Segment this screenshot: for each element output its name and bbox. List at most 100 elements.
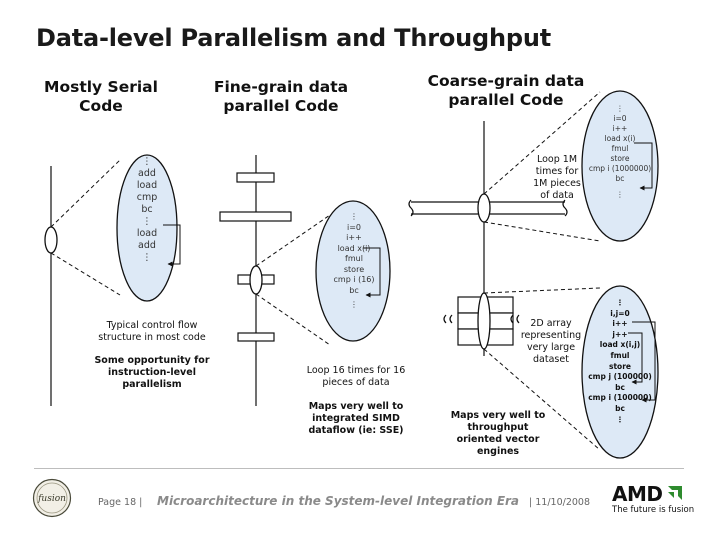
coarse-code-line: load x(i,j) — [599, 340, 641, 350]
note-line: Maps very well to — [308, 401, 404, 412]
heading-serial-line1: Mostly Serial — [44, 78, 158, 96]
coarse-guide-top-2 — [483, 221, 601, 242]
fine-block-2 — [219, 211, 292, 222]
coarse-branch-arrow-inner — [628, 332, 643, 385]
serial-note-control-flow: Typical control flow structure in most c… — [74, 320, 230, 344]
coarse-code-line: bc — [615, 382, 625, 392]
serial-code-line: bc — [141, 204, 153, 215]
note-line: dataflow (ie: SSE) — [308, 425, 404, 436]
coarse-break-right — [562, 199, 568, 217]
note-line: Some opportunity for — [94, 355, 210, 366]
heading-fine: Fine-grain data parallel Code — [200, 78, 362, 116]
fine-code-line: fmul — [345, 254, 363, 263]
fine-code-line: cmp i (16) — [333, 275, 375, 284]
heading-serial: Mostly Serial Code — [28, 78, 174, 116]
note-line: structure in most code — [98, 332, 206, 343]
fine-branch-arrow — [363, 247, 381, 298]
serial-code-block: ⋮ add load cmp bc ⋮ load add ⋮ — [117, 156, 177, 264]
coarse-code-line: store — [610, 154, 630, 163]
coarse-code-line: i,j=0 — [610, 308, 630, 318]
fine-note-simd: Maps very well to integrated SIMD datafl… — [284, 401, 428, 437]
coarse-note-loop: Loop 1M times for 1M pieces of data — [523, 154, 591, 202]
serial-code-line: load — [136, 180, 158, 191]
coarse-code-line: i++ — [612, 319, 628, 329]
coarse-code-line: cmp i (100000) — [588, 393, 652, 403]
coarse-note-array: 2D array representing very large dataset — [514, 318, 588, 366]
fine-code-ellipse — [315, 200, 391, 342]
note-line: of data — [540, 190, 574, 201]
footer-title: Microarchitecture in the System-level In… — [157, 494, 520, 508]
coarse-code-line: i++ — [612, 124, 628, 133]
serial-zoom-ellipse — [44, 226, 58, 254]
amd-wordmark: AMD — [612, 482, 663, 506]
heading-serial-line2: Code — [79, 97, 123, 115]
amd-arrow-icon — [668, 486, 682, 500]
footer-rule — [34, 468, 684, 469]
footer-date: | 11/10/2008 — [529, 497, 590, 508]
serial-code-line: cmp — [136, 192, 158, 203]
serial-code-line: add — [138, 240, 156, 251]
heading-coarse-line1: Coarse-grain data — [427, 72, 585, 90]
amd-logo: AMD — [612, 482, 663, 506]
slide-title: Data-level Parallelism and Throughput — [36, 24, 552, 52]
coarse-code-ellipsis: ⋮ — [616, 104, 624, 113]
serial-zoom-guide-top — [50, 159, 121, 228]
coarse-code-line: cmp i (1000000) — [588, 164, 652, 173]
fine-zoom-guide-top — [255, 214, 331, 267]
coarse-code-block-bottom: ⋮ i,j=0 i++ j++ load x(i,j) fmul store c… — [580, 298, 660, 425]
coarse-code-line: bc — [615, 174, 625, 183]
fine-code-ellipsis: ⋮ — [350, 300, 358, 309]
coarse-branch-arrow-outer — [632, 321, 656, 403]
serial-zoom-guide-bottom — [50, 252, 121, 296]
fine-block-4 — [237, 332, 275, 342]
heading-fine-line1: Fine-grain data — [213, 78, 349, 96]
coarse-code-ellipsis: ⋮ — [616, 298, 624, 307]
coarse-code-line: load x(i) — [604, 134, 636, 143]
page-label: Page 18 — [98, 497, 137, 508]
fine-note-loop: Loop 16 times for 16 pieces of data — [284, 365, 428, 389]
serial-code-ellipsis: ⋮ — [142, 156, 152, 167]
note-line: very large — [526, 342, 576, 353]
note-line: Loop 1M — [536, 154, 578, 165]
coarse-code-ellipsis: ⋮ — [616, 414, 624, 424]
serial-code-ellipse — [116, 154, 178, 302]
fine-code-line: store — [343, 264, 365, 274]
coarse-guide-top-1 — [483, 91, 601, 195]
serial-code-ellipsis: ⋮ — [142, 252, 152, 263]
coarse-code-ellipsis: ⋮ — [616, 190, 624, 199]
fine-zoom-ellipse — [249, 265, 263, 295]
note-line: 2D array — [530, 318, 572, 329]
note-line: times for — [535, 166, 579, 177]
coarse-code-line: store — [609, 361, 631, 371]
serial-branch-arrow — [163, 224, 181, 267]
coarse-branch-arrow-top — [634, 142, 653, 191]
footer-separator: | — [529, 497, 533, 508]
heading-coarse: Coarse-grain data parallel Code — [418, 72, 594, 110]
heading-fine-line2: parallel Code — [223, 97, 339, 115]
note-line: Loop 16 times for 16 — [306, 365, 406, 376]
array-break-right — [510, 314, 520, 324]
note-line: pieces of data — [322, 377, 390, 388]
amd-tagline: The future is fusion — [612, 505, 695, 515]
coarse-code-ellipse-bottom — [581, 285, 659, 459]
array-break-left — [443, 314, 453, 324]
note-line: oriented vector — [456, 434, 540, 445]
coarse-code-line: fmul — [610, 350, 630, 360]
note-line: Typical control flow — [106, 320, 198, 331]
note-line: Maps very well to — [450, 410, 546, 421]
coarse-code-line: j++ — [612, 329, 628, 339]
serial-code-ellipsis: ⋮ — [142, 216, 152, 227]
serial-note-ilp: Some opportunity for instruction-level p… — [74, 355, 230, 391]
heading-coarse-line2: parallel Code — [448, 91, 564, 109]
note-line: engines — [476, 446, 520, 457]
fine-code-line: i++ — [346, 233, 362, 242]
note-line: instruction-level — [108, 367, 196, 378]
coarse-guide-bottom-2 — [483, 348, 601, 451]
fine-code-line: load x(i) — [337, 243, 371, 253]
note-line: 1M pieces — [533, 178, 581, 189]
fine-zoom-guide-bottom — [255, 293, 331, 346]
serial-code-line: add — [138, 168, 156, 179]
coarse-code-ellipse-top — [581, 90, 659, 242]
coarse-code-line: fmul — [611, 144, 629, 153]
